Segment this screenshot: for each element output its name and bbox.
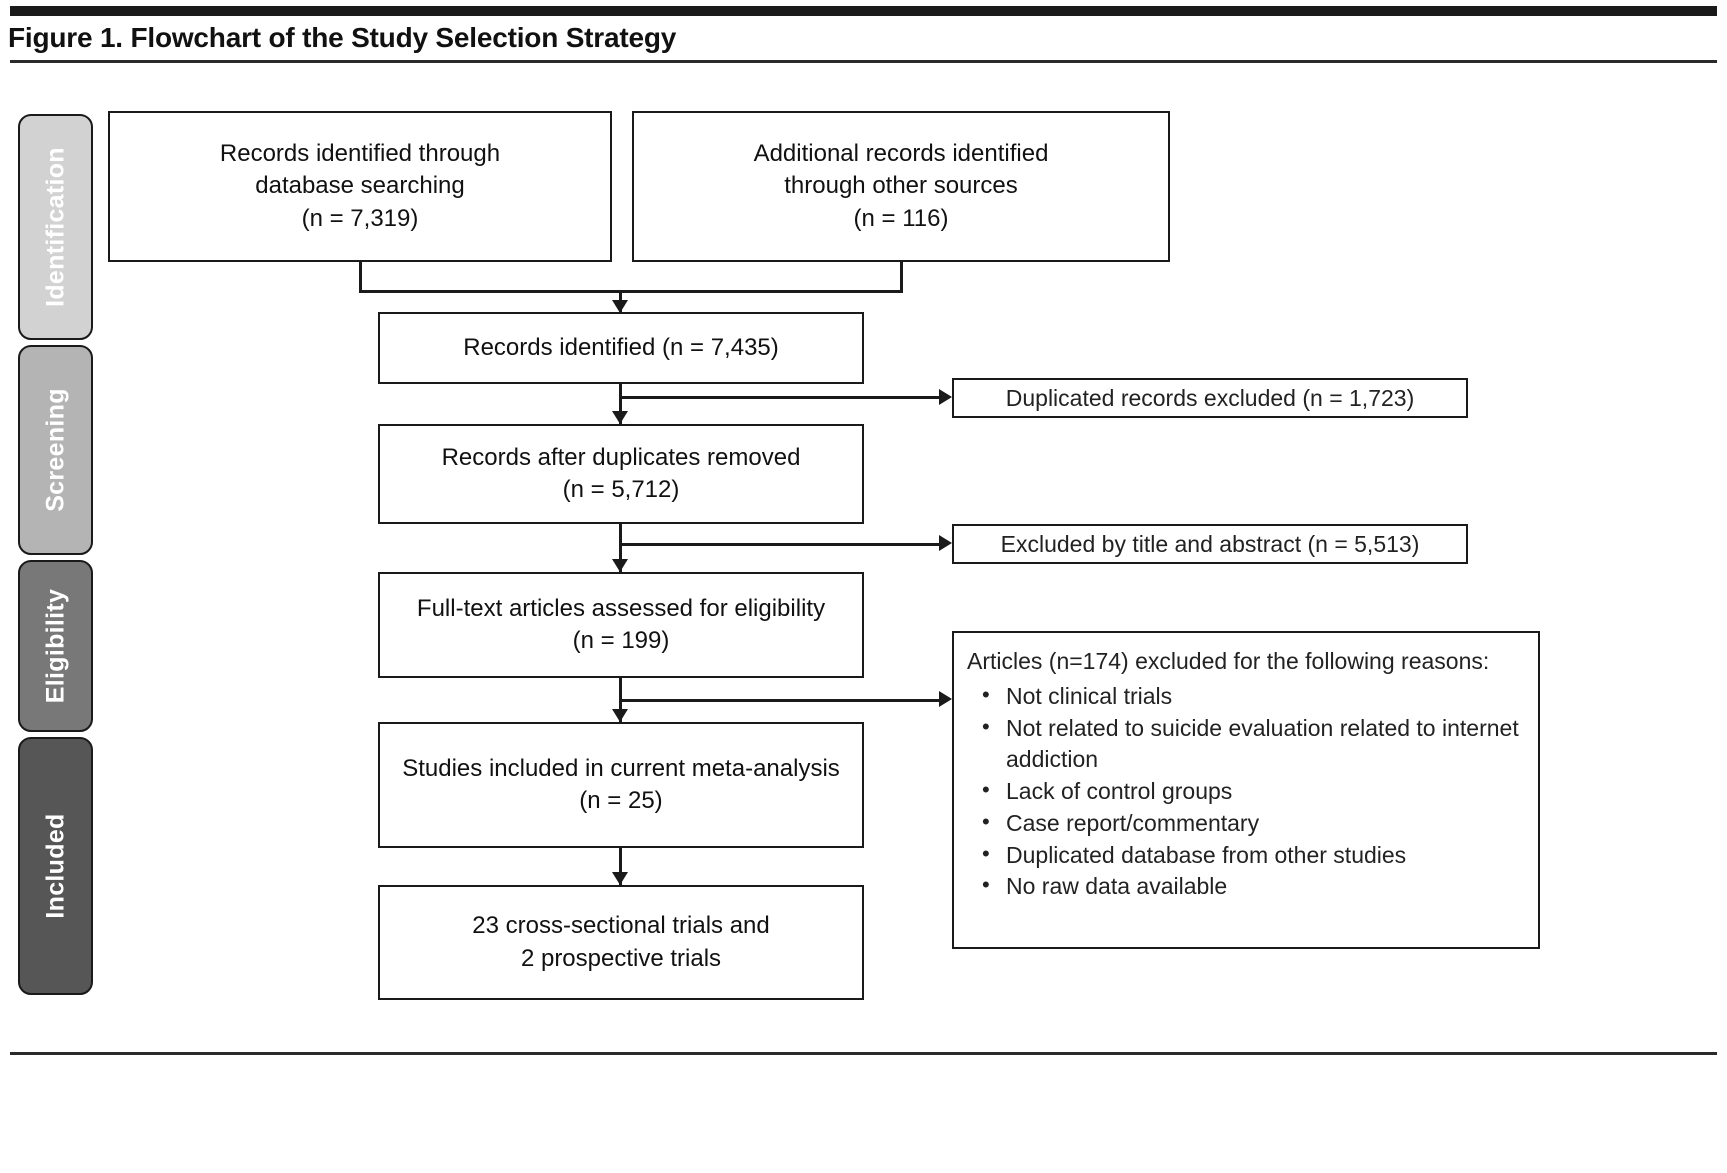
top-black-bar	[10, 6, 1717, 16]
node-studies-included: Studies included in current meta-analysi…	[378, 722, 864, 848]
node-records-after-duplicates-removed-text: Records after duplicates removed(n = 5,7…	[441, 443, 801, 503]
arrowhead-to-dedup	[612, 411, 628, 424]
exclusion-reason-text: Duplicated database from other studies	[1006, 841, 1407, 868]
node-duplicated-records-excluded-text: Duplicated records excluded (n = 1,723)	[1005, 384, 1415, 411]
node-duplicated-records-excluded: Duplicated records excluded (n = 1,723)	[952, 378, 1468, 418]
exclusion-reason-text: Not clinical trials	[1006, 682, 1173, 709]
stage-label-screening: Screening	[18, 345, 93, 555]
exclusion-reasons-lead: Articles (n=174) excluded for the follow…	[967, 648, 1490, 674]
stage-label-included-text: Included	[41, 813, 69, 919]
stage-label-identification-text: Identification	[41, 147, 69, 307]
node-records-after-duplicates-removed: Records after duplicates removed(n = 5,7…	[378, 424, 864, 524]
arrowhead-to-dup-excl	[939, 389, 952, 405]
stage-label-included: Included	[18, 737, 93, 995]
exclusion-reason-item: • Not clinical trials	[966, 681, 1524, 713]
stage-label-eligibility-text: Eligibility	[41, 588, 69, 704]
node-records-identified-text: Records identified (n = 7,435)	[463, 333, 779, 361]
node-fulltext-articles-assessed-text: Full-text articles assessed for eligibil…	[416, 594, 826, 654]
connector-merge-bar	[359, 290, 903, 293]
title-divider	[10, 60, 1717, 63]
exclusion-reason-text: No raw data available	[1006, 873, 1228, 900]
exclusion-reason-text: Not related to suicide evaluation relate…	[1006, 714, 1519, 773]
node-fulltext-articles-assessed: Full-text articles assessed for eligibil…	[378, 572, 864, 678]
connector-other-stub	[900, 262, 903, 292]
exclusion-reason-item: • Not related to suicide evaluation relat…	[966, 713, 1524, 776]
stage-label-eligibility: Eligibility	[18, 560, 93, 732]
exclusion-reason-item: • Case report/commentary	[966, 808, 1524, 840]
arrowhead-to-reasons	[939, 691, 952, 707]
arrowhead-to-final	[612, 872, 628, 885]
connector-identified-to-dup-excl	[619, 396, 945, 399]
bullet-icon: •	[982, 777, 990, 803]
node-excluded-by-title-abstract: Excluded by title and abstract (n = 5,51…	[952, 524, 1468, 564]
arrowhead-to-title-excl	[939, 535, 952, 551]
figure-title: Figure 1. Flowchart of the Study Selecti…	[8, 22, 677, 53]
stage-label-screening-text: Screening	[41, 388, 69, 512]
arrowhead-to-fulltext	[612, 559, 628, 572]
exclusion-reason-item: • Duplicated database from other studies	[966, 840, 1524, 872]
node-excluded-by-title-abstract-text: Excluded by title and abstract (n = 5,51…	[1000, 530, 1420, 557]
bullet-icon: •	[982, 872, 990, 898]
connector-dedup-to-title-excl	[619, 543, 945, 546]
arrowhead-to-records-identified	[612, 300, 628, 313]
node-studies-included-text: Studies included in current meta-analysi…	[402, 754, 840, 814]
node-exclusion-reasons: Articles (n=174) excluded for the follow…	[952, 631, 1540, 949]
node-records-identified: Records identified (n = 7,435)	[378, 312, 864, 384]
exclusion-reason-text: Case report/commentary	[1006, 809, 1260, 836]
connector-included-to-final	[619, 848, 622, 885]
stage-label-identification: Identification	[18, 114, 93, 340]
exclusion-reason-text: Lack of control groups	[1006, 778, 1233, 805]
bullet-icon: •	[982, 840, 990, 866]
connector-identified-to-dedup	[619, 384, 622, 424]
connector-dedup-to-fulltext	[619, 524, 622, 572]
exclusion-reason-item: • No raw data available	[966, 871, 1524, 903]
connector-db-stub	[359, 262, 362, 292]
bullet-icon: •	[982, 681, 990, 707]
connector-fulltext-to-reasons	[619, 699, 945, 702]
arrowhead-to-included	[612, 709, 628, 722]
exclusion-reasons-list: • Not clinical trials • Not related to suic…	[966, 681, 1524, 903]
bullet-icon: •	[982, 713, 990, 739]
bullet-icon: •	[982, 808, 990, 834]
exclusion-reason-item: • Lack of control groups	[966, 776, 1524, 808]
bottom-divider	[10, 1052, 1717, 1055]
